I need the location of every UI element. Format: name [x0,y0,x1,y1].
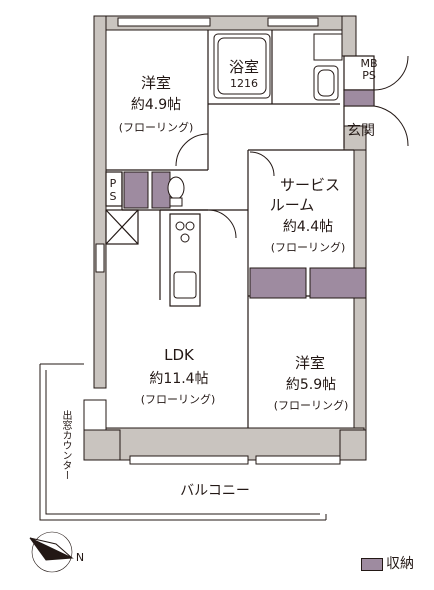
storage-legend-label: 収納 [386,556,414,572]
western-room2-area: 約5.9帖 [285,377,337,393]
ldk-floor: (フローリング) [140,393,216,406]
western-room1-area: 約4.9帖 [130,97,182,113]
storage-areas [123,89,375,299]
ldk-area: 約11.4帖 [149,371,209,387]
bath-name: 浴室 [228,58,259,76]
western-room1-floor: (フローリング) [118,121,194,134]
window-counter-box [83,399,107,431]
service-room-floor: (フローリング) [270,241,346,254]
entrance-label: 玄関 [347,123,375,139]
ps-label: PS [362,69,376,82]
ps2-p-label: P [109,177,117,190]
western-room2-name: 洋室 [294,354,325,372]
service-room-area: 約4.4帖 [282,219,334,235]
window-counter-label: 出窓カウンター [60,410,71,480]
mb-label: MB [360,57,378,70]
ldk-name: LDK [164,346,194,364]
western-room1-name: 洋室 [140,74,171,92]
kitchen-fixtures [167,33,343,299]
balcony-label: バルコニー [180,483,250,499]
north-arrow-icon [29,531,74,573]
western-room2-floor: (フローリング) [273,399,349,412]
balcony [39,363,327,521]
service-room-name2: ルーム [269,196,315,214]
bathtub [213,33,271,99]
windows [95,17,341,465]
interior-walls [105,30,375,428]
sliding-doors [220,103,270,410]
bath-size: 1216 [230,77,258,90]
storage-legend-swatch [361,558,383,571]
north-label: N [75,551,85,564]
door-swings [175,55,409,239]
service-room-name1: サービス [279,176,340,194]
ps2-s-label: S [109,190,117,203]
